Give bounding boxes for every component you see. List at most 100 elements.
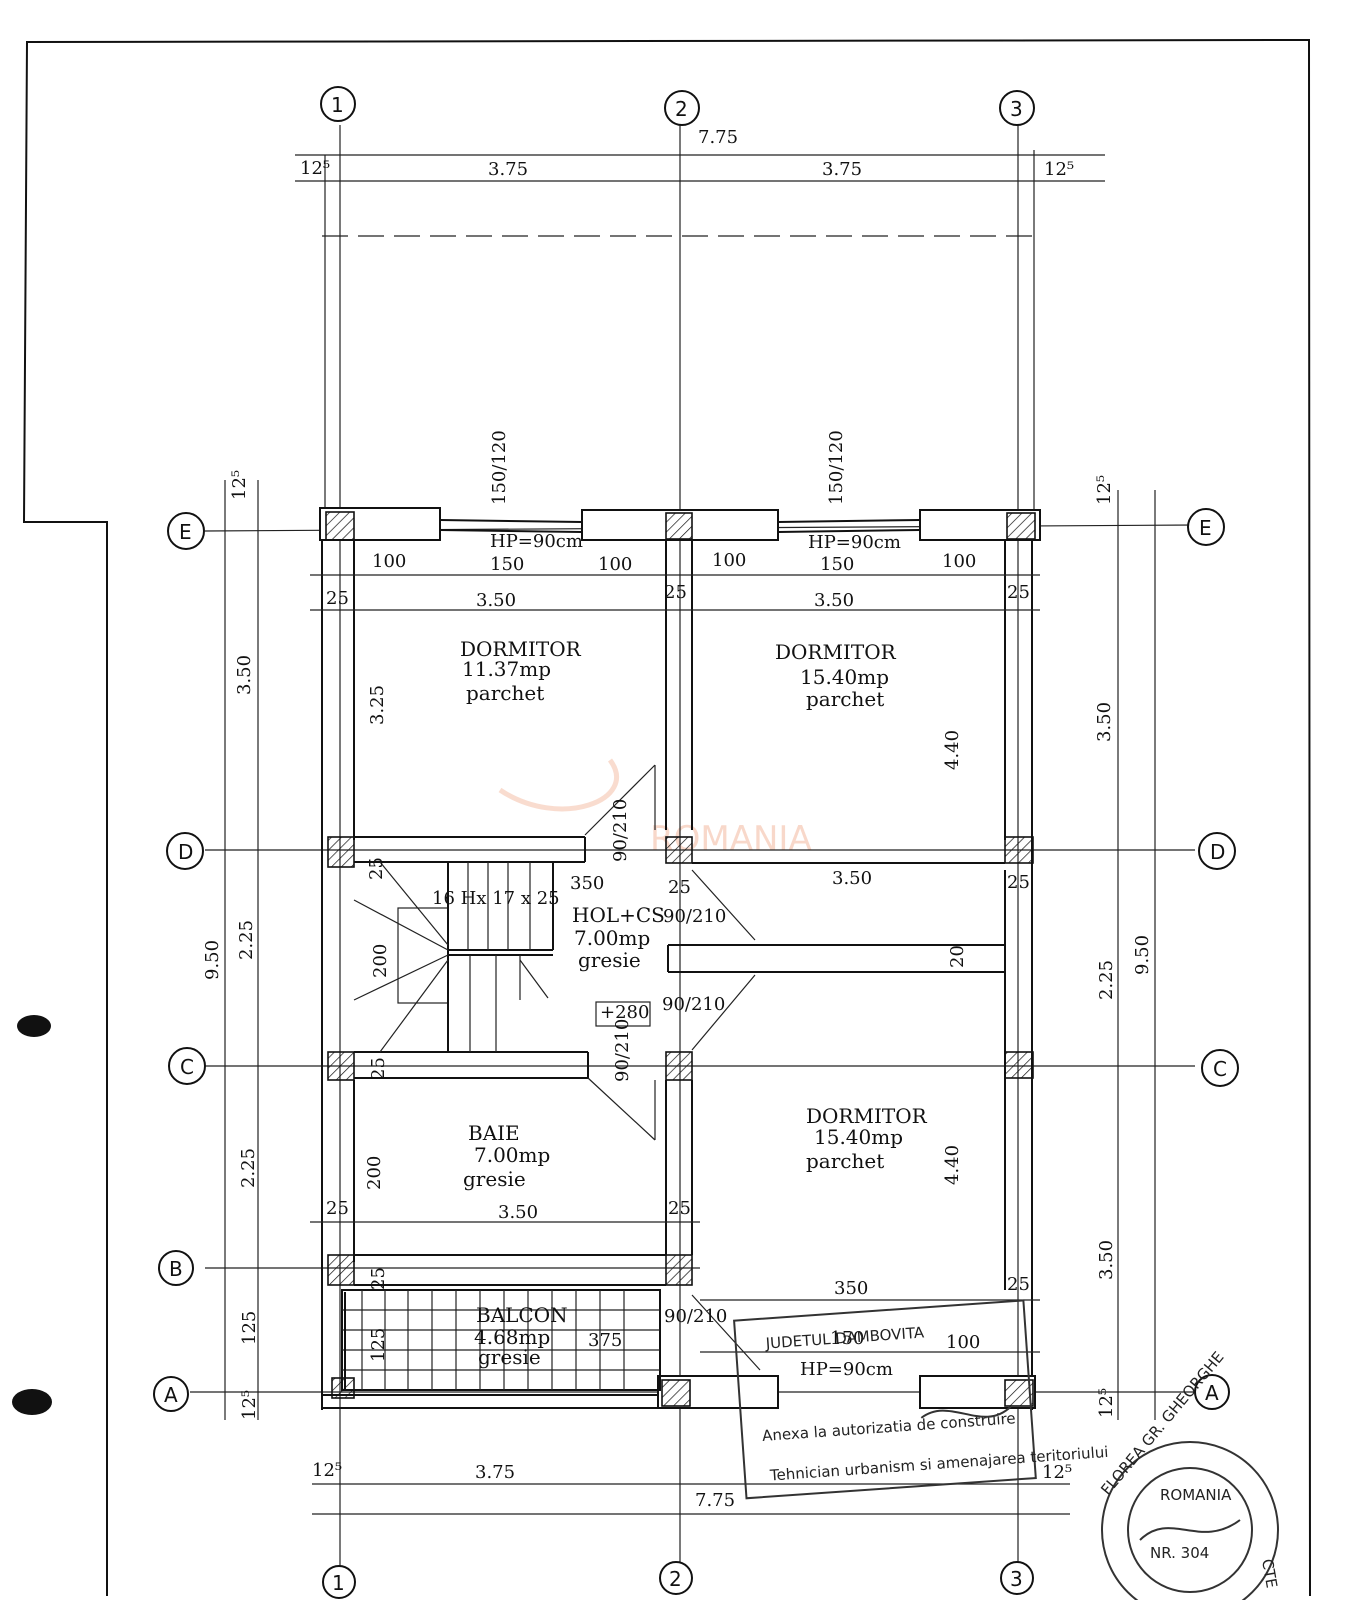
room-height-440-bottom: 4.40 bbox=[942, 1145, 963, 1185]
axis-label: C bbox=[1213, 1057, 1227, 1081]
left-dimension-chain: 9.50 3.50 2.25 2.25 125 12⁵ 12⁵ bbox=[202, 470, 260, 1420]
win-seg-100-d: 100 bbox=[942, 551, 976, 572]
room-finish: gresie bbox=[478, 1345, 541, 1369]
room-area: 15.40mp bbox=[814, 1125, 903, 1149]
dim-right-D-C: 2.25 bbox=[1096, 960, 1117, 1000]
axis-bubble-A-left: A bbox=[153, 1376, 189, 1412]
room-finish: parchet bbox=[806, 687, 884, 711]
stairs-note: 16 Hx 17 x 25 bbox=[432, 888, 560, 909]
axis-label: D bbox=[178, 840, 193, 864]
window-height-right: 150/120 bbox=[826, 430, 847, 505]
room-balcony: BALCON 4.68mp gresie bbox=[474, 1303, 568, 1369]
axis-bubble-D-left: D bbox=[166, 832, 204, 870]
round-seal: FLOREA GR. GHEORGHE ROMANIA NR. 304 CTE bbox=[1097, 1348, 1281, 1600]
col-25-d-right: 25 bbox=[1007, 872, 1030, 893]
col-25-d: 25 bbox=[668, 877, 691, 898]
dim-right-top-edge: 12⁵ bbox=[1094, 475, 1115, 505]
win-seg-100-a: 100 bbox=[372, 551, 406, 572]
axis-label: A bbox=[164, 1383, 178, 1407]
dim-span-1-2: 3.75 bbox=[488, 159, 528, 180]
room-area: 7.00mp bbox=[474, 1143, 550, 1167]
axis-label: 3 bbox=[1010, 1567, 1023, 1591]
staircase bbox=[353, 861, 554, 1053]
dim-left-C-B: 2.25 bbox=[238, 1148, 259, 1188]
room-finish: parchet bbox=[806, 1149, 884, 1173]
dim-bottom-edge-right: 12⁵ bbox=[1042, 1462, 1072, 1483]
wall-25-b: 25 bbox=[664, 582, 687, 603]
bath-height-200: 200 bbox=[364, 1156, 385, 1190]
axis-bubble-E-left: E bbox=[167, 512, 205, 550]
interior-walls bbox=[354, 540, 1005, 1371]
win-seg-150-a: 150 bbox=[490, 554, 524, 575]
window-height-left: 150/120 bbox=[489, 430, 510, 505]
wall-25-bath: 25 bbox=[326, 1198, 349, 1219]
axis-bubble-3-top: 3 bbox=[999, 90, 1035, 126]
axis-bubble-2-top: 2 bbox=[664, 90, 700, 126]
door-label-3: 90/210 bbox=[662, 994, 725, 1015]
room-width-left: 3.50 bbox=[476, 590, 516, 611]
watermark: ROMANIA bbox=[498, 758, 812, 859]
bottom-window-100: 100 bbox=[946, 1332, 980, 1353]
balcony-width-375: 375 bbox=[588, 1330, 622, 1351]
room-bedroom-3: DORMITOR 15.40mp parchet bbox=[806, 1104, 928, 1173]
balcony-tiles bbox=[341, 1289, 661, 1391]
axis-label: B bbox=[169, 1257, 183, 1281]
room-finish: parchet bbox=[466, 681, 544, 705]
room-bathroom: BAIE 7.00mp gresie bbox=[463, 1121, 550, 1191]
dim-left-D-C: 2.25 bbox=[236, 920, 257, 960]
room-width-right: 3.50 bbox=[814, 590, 854, 611]
dim-right-E-D: 3.50 bbox=[1094, 702, 1115, 742]
dim-span-2-3: 3.75 bbox=[822, 159, 862, 180]
sheet-border bbox=[22, 38, 1311, 1597]
axis-bubble-1-bottom: 1 bbox=[322, 1565, 356, 1599]
axis-label: 1 bbox=[331, 93, 344, 117]
bedroom-width-bottom: 350 bbox=[834, 1278, 868, 1299]
room-dimensions: HP=90cm HP=90cm 150/120 150/120 100 150 … bbox=[310, 430, 1040, 1380]
room-area: 11.37mp bbox=[462, 657, 551, 681]
balcony-door-label: 90/210 bbox=[664, 1306, 727, 1327]
level-mark: +280 bbox=[600, 1002, 649, 1023]
window-note-left: HP=90cm bbox=[490, 531, 583, 552]
partition-20: 20 bbox=[947, 945, 968, 968]
room-width-mid: 3.50 bbox=[832, 868, 872, 889]
col-25-b: 25 bbox=[368, 1267, 389, 1290]
door-label-1: 90/210 bbox=[610, 799, 631, 862]
axis-label: 2 bbox=[669, 1567, 682, 1591]
win-seg-100-c: 100 bbox=[712, 550, 746, 571]
dim-left-E-D: 3.50 bbox=[234, 655, 255, 695]
room-bedroom-1: DORMITOR 11.37mp parchet bbox=[460, 637, 582, 705]
win-seg-150-b: 150 bbox=[820, 554, 854, 575]
room-height-440-top: 4.40 bbox=[942, 730, 963, 770]
room-name: DORMITOR bbox=[806, 1104, 928, 1128]
col-25-c: 25 bbox=[368, 1057, 389, 1080]
dim-overall-depth-left: 9.50 bbox=[202, 940, 223, 980]
wall-25-c: 25 bbox=[1007, 582, 1030, 603]
dim-edge-right: 12⁵ bbox=[1044, 159, 1074, 180]
dim-overall-width: 7.75 bbox=[698, 127, 738, 148]
room-finish: gresie bbox=[578, 948, 641, 972]
seal-name: FLOREA GR. GHEORGHE bbox=[1097, 1348, 1227, 1498]
dim-bottom-span: 3.75 bbox=[475, 1462, 515, 1483]
room-name: DORMITOR bbox=[460, 637, 582, 661]
stair-height-200: 200 bbox=[370, 944, 391, 978]
dim-right-C-A: 3.50 bbox=[1096, 1240, 1117, 1280]
room-name: BALCON bbox=[476, 1303, 568, 1327]
room-area: 7.00mp bbox=[574, 926, 650, 950]
axis-bubble-D-right: D bbox=[1198, 832, 1236, 870]
axis-bubble-A-right: A bbox=[1194, 1374, 1230, 1410]
dim-left-top-edge: 12⁵ bbox=[229, 470, 250, 500]
dim-bottom-edge-left: 12⁵ bbox=[312, 1460, 342, 1481]
axis-label: C bbox=[180, 1055, 194, 1079]
room-area: 15.40mp bbox=[800, 665, 889, 689]
window-note-bottom: HP=90cm bbox=[800, 1359, 893, 1380]
axis-bubble-C-right: C bbox=[1201, 1049, 1239, 1087]
room-area: 4.68mp bbox=[474, 1325, 550, 1349]
col-25-stair: 25 bbox=[366, 857, 387, 880]
seal-side: CTE bbox=[1258, 1558, 1281, 1590]
room-name: HOL+CS bbox=[572, 903, 665, 927]
axis-label: D bbox=[1210, 840, 1225, 864]
bath-width: 3.50 bbox=[498, 1202, 538, 1223]
axis-bubble-C-left: C bbox=[168, 1047, 206, 1085]
room-height-325: 3.25 bbox=[367, 685, 388, 725]
